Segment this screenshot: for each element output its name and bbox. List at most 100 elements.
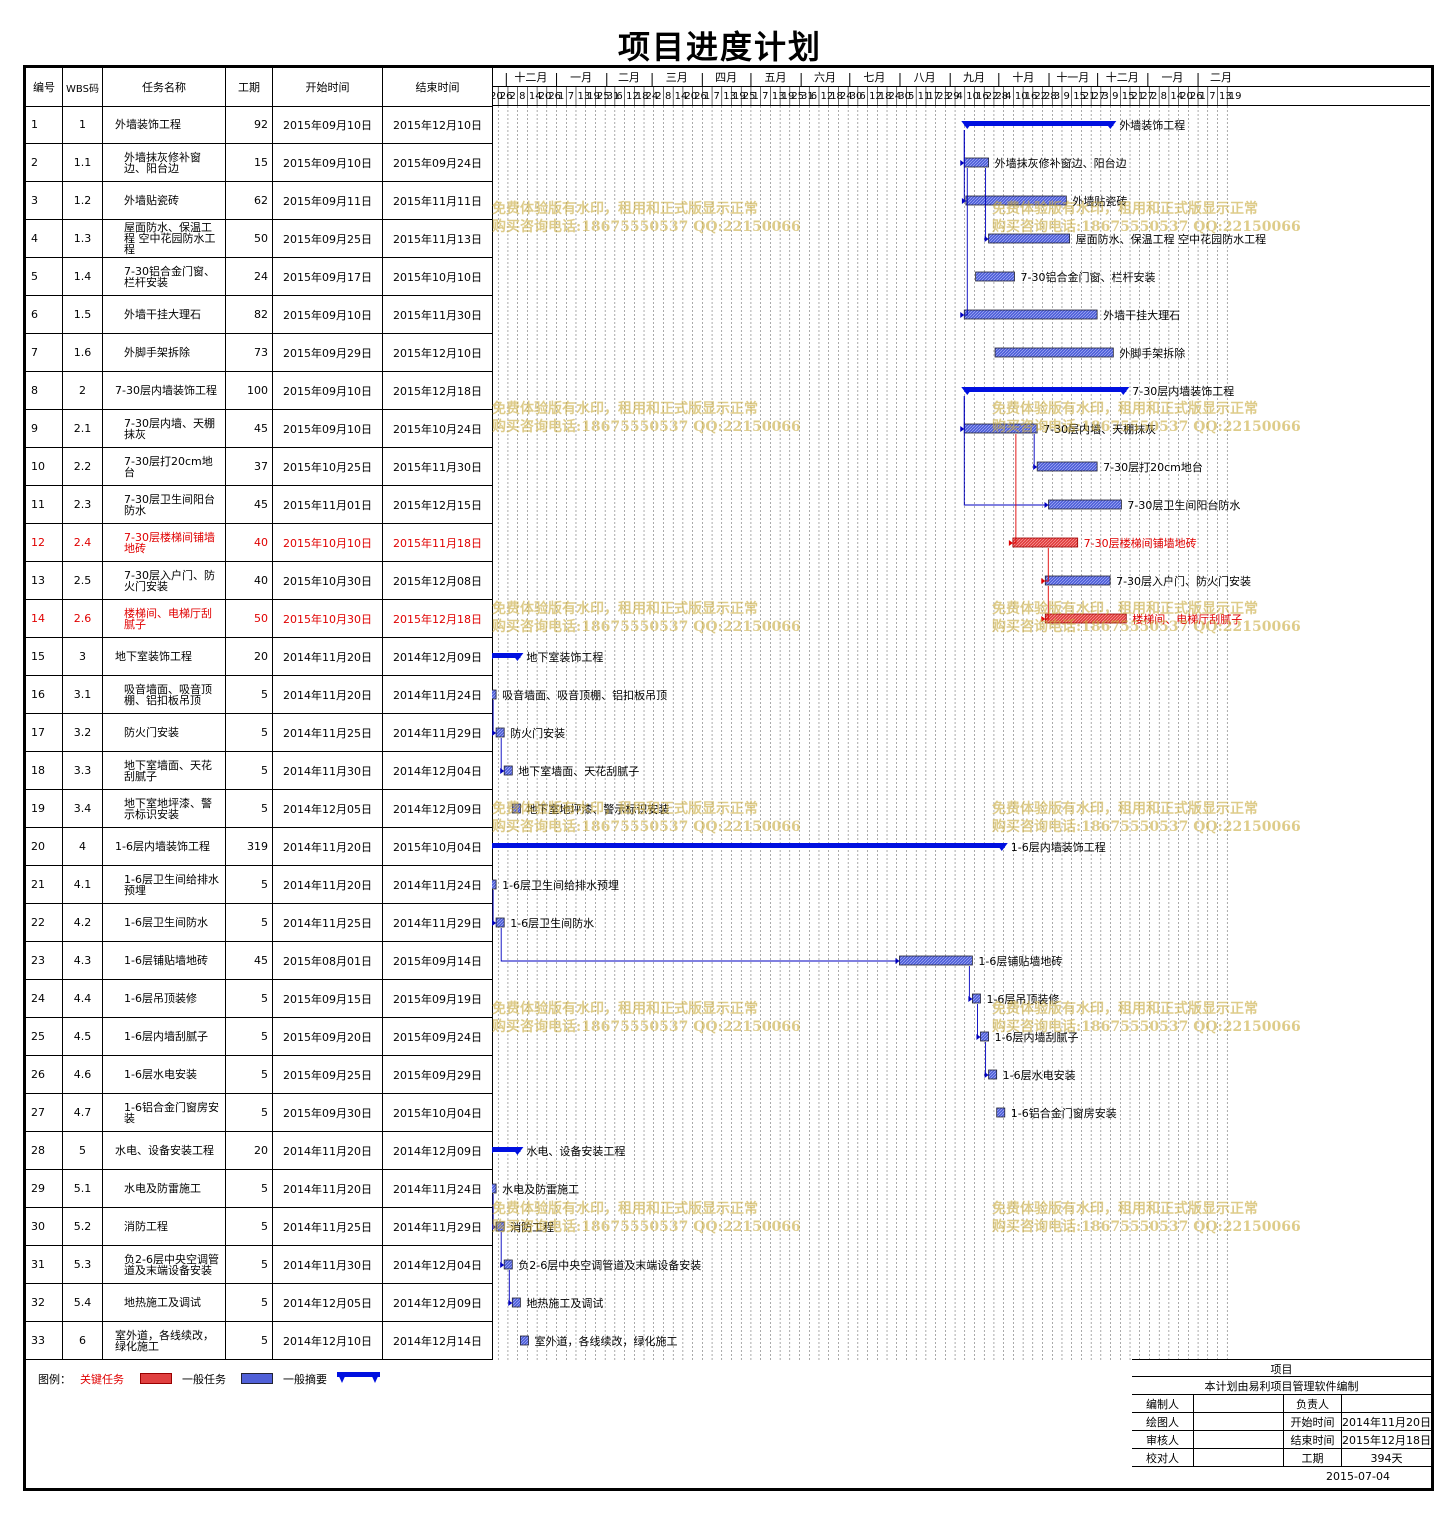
task-bar-label: 地下室墙面、天花刮腻子 [518,764,639,778]
timescale-day-label: 7 [568,91,574,102]
timescale-day-label: 16 [976,91,989,102]
task-dur-cell: 5 [226,1246,273,1284]
task-end-cell: 2015年09月24日 [383,144,493,182]
task-end-cell: 2015年11月30日 [383,296,493,334]
task-end-cell: 2014年12月04日 [383,752,493,790]
task-start-cell: 2014年11月30日 [273,1246,383,1284]
task-wbs-cell: 2.1 [63,410,103,448]
dependency-link [492,1194,497,1228]
info-editor-label: 编制人 [1132,1395,1194,1413]
task-id-cell: 18 [26,752,63,790]
task-name-cell: 1-6层铺贴墙地砖 [103,942,226,980]
info-duration-value: 394天 [1342,1449,1432,1467]
timescale-day-label: 2 [1151,91,1157,102]
task-wbs-cell: 2.6 [63,600,103,638]
task-start-cell: 2015年11月01日 [273,486,383,524]
task-bar-label: 地下室装饰工程 [526,650,603,664]
task-bar-label: 1-6铝合金门窗房安装 [1011,1106,1117,1120]
task-name-cell: 1-6层吊顶装修 [103,980,226,1018]
legend-critical-swatch [140,1373,172,1384]
timescale-day-label: 26 [500,91,513,102]
task-bar-label: 外墙抹灰修补窗边、阳台边 [995,156,1127,170]
timescale-month-label: 六月 [814,71,836,84]
info-editor-value [1194,1395,1284,1413]
task-end-cell: 2015年11月11日 [383,182,493,220]
task-id-cell: 19 [26,790,63,828]
task-wbs-cell: 4.7 [63,1094,103,1132]
task-wbs-cell: 5.3 [63,1246,103,1284]
task-start-cell: 2015年09月25日 [273,1056,383,1094]
task-end-cell: 2014年12月09日 [383,790,493,828]
timescale-day-label: 4 [1005,91,1011,102]
summary-bar-start-cap [492,1147,497,1154]
task-bar-label: 水电及防雷施工 [502,1182,579,1196]
task-wbs-cell: 5.4 [63,1284,103,1322]
timescale-day-label: 11 [918,91,931,102]
task-start-cell: 2015年09月15日 [273,980,383,1018]
header-id: 编号 [26,68,63,106]
task-wbs-cell: 1 [63,106,103,144]
task-start-cell: 2015年09月10日 [273,144,383,182]
dependency-arrowhead [984,1072,989,1078]
timescale-day-label: 6 [859,91,865,102]
task-wbs-cell: 1.3 [63,220,103,258]
task-end-cell: 2015年11月13日 [383,220,493,258]
task-name-cell: 外墙干挂大理石 [103,296,226,334]
task-dur-cell: 5 [226,1322,273,1360]
task-dur-cell: 5 [226,1170,273,1208]
task-dur-cell: 5 [226,714,273,752]
task-dur-cell: 92 [226,106,273,144]
task-dur-cell: 24 [226,258,273,296]
task-start-cell: 2014年11月25日 [273,904,383,942]
task-wbs-cell: 2.3 [63,486,103,524]
timescale-day-label: 27 [1093,91,1106,102]
schedule-frame [23,65,1434,1491]
timescale-month-label: 八月 [914,71,936,84]
summary-bar [964,387,1127,392]
timescale-day-label: 21 [1083,91,1096,102]
dependency-arrowhead [960,426,965,432]
legend-critical-label: 关键任务 [80,1373,124,1386]
summary-bar-end-cap [995,843,1008,851]
timescale-day-label: 24 [646,91,659,102]
task-wbs-cell: 4.3 [63,942,103,980]
timescale-day-label: 18 [879,91,892,102]
timescale-month-label: 十月 [1012,70,1034,84]
timescale-day-label: 25 [743,91,756,102]
dependency-link [1012,434,1017,544]
info-start-value: 2014年11月20日 [1342,1413,1432,1431]
dependency-arrowhead [984,236,989,242]
task-id-cell: 27 [26,1094,63,1132]
task-end-cell: 2015年12月18日 [383,600,493,638]
task-dur-cell: 5 [226,980,273,1018]
task-name-cell: 地下室墙面、天花刮腻子 [103,752,226,790]
task-name-cell: 地下室装饰工程 [103,638,226,676]
task-name-cell: 7-30层打20cm地台 [103,448,226,486]
timescale-day-label: 26 [1190,91,1203,102]
timescale-month-label: 一月 [1161,71,1183,84]
task-start-cell: 2014年11月25日 [273,714,383,752]
task-start-cell: 2015年09月10日 [273,372,383,410]
task-wbs-cell: 2.4 [63,524,103,562]
task-id-cell: 17 [26,714,63,752]
task-start-cell: 2015年09月17日 [273,258,383,296]
timescale-day-label: 20 [539,91,552,102]
timescale-day-label: 22 [986,91,999,102]
timescale-month-label: 九月 [963,71,985,84]
task-start-cell: 2014年12月10日 [273,1322,383,1360]
task-end-cell: 2015年09月19日 [383,980,493,1018]
task-bar [492,689,497,700]
task-dur-cell: 62 [226,182,273,220]
header-divider [26,106,493,107]
legend-normal-label: 一般任务 [182,1373,226,1386]
timescale-day-label: 19 [733,91,746,102]
dependency-arrowhead [1041,578,1046,584]
task-start-cell: 2014年11月20日 [273,1170,383,1208]
task-wbs-cell: 3.1 [63,676,103,714]
info-checker-label: 校对人 [1132,1449,1194,1467]
summary-bar [492,1147,521,1152]
timescale-day-label: 25 [791,91,804,102]
dependency-arrowhead [500,768,505,774]
timescale-day-label: 30 [898,91,911,102]
